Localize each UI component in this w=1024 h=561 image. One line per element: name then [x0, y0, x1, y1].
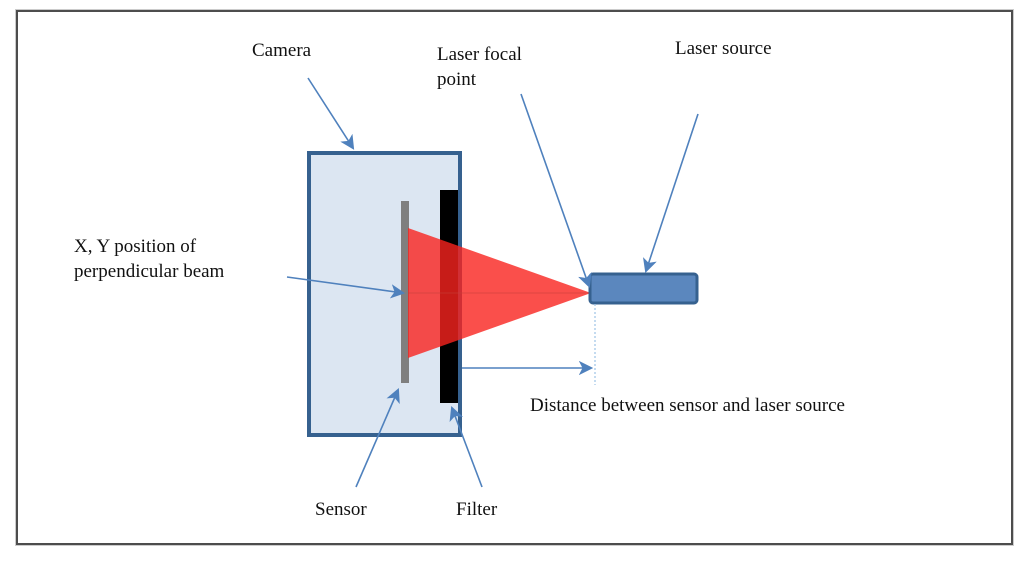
xy-position-label: X, Y position of perpendicular beam: [74, 236, 225, 282]
sensor-label-arrow: [355, 388, 400, 488]
laser-focal-point-label: Laser focal point: [437, 44, 522, 90]
filter-label: Filter: [456, 499, 498, 520]
sensor-bar: [401, 201, 409, 383]
camera-label: Camera: [252, 40, 312, 61]
distance-label: Distance between sensor and laser source: [530, 395, 845, 416]
xy-position-arrow: [286, 276, 406, 299]
filter-label-arrow: [449, 405, 483, 488]
laser-focal-point-arrow: [520, 93, 592, 289]
laser-source-arrow: [643, 113, 699, 274]
sensor-label: Sensor: [315, 499, 367, 520]
laser-source-box: [588, 272, 699, 305]
camera-label-arrow: [307, 77, 355, 150]
laser-source-label: Laser source: [675, 38, 772, 59]
